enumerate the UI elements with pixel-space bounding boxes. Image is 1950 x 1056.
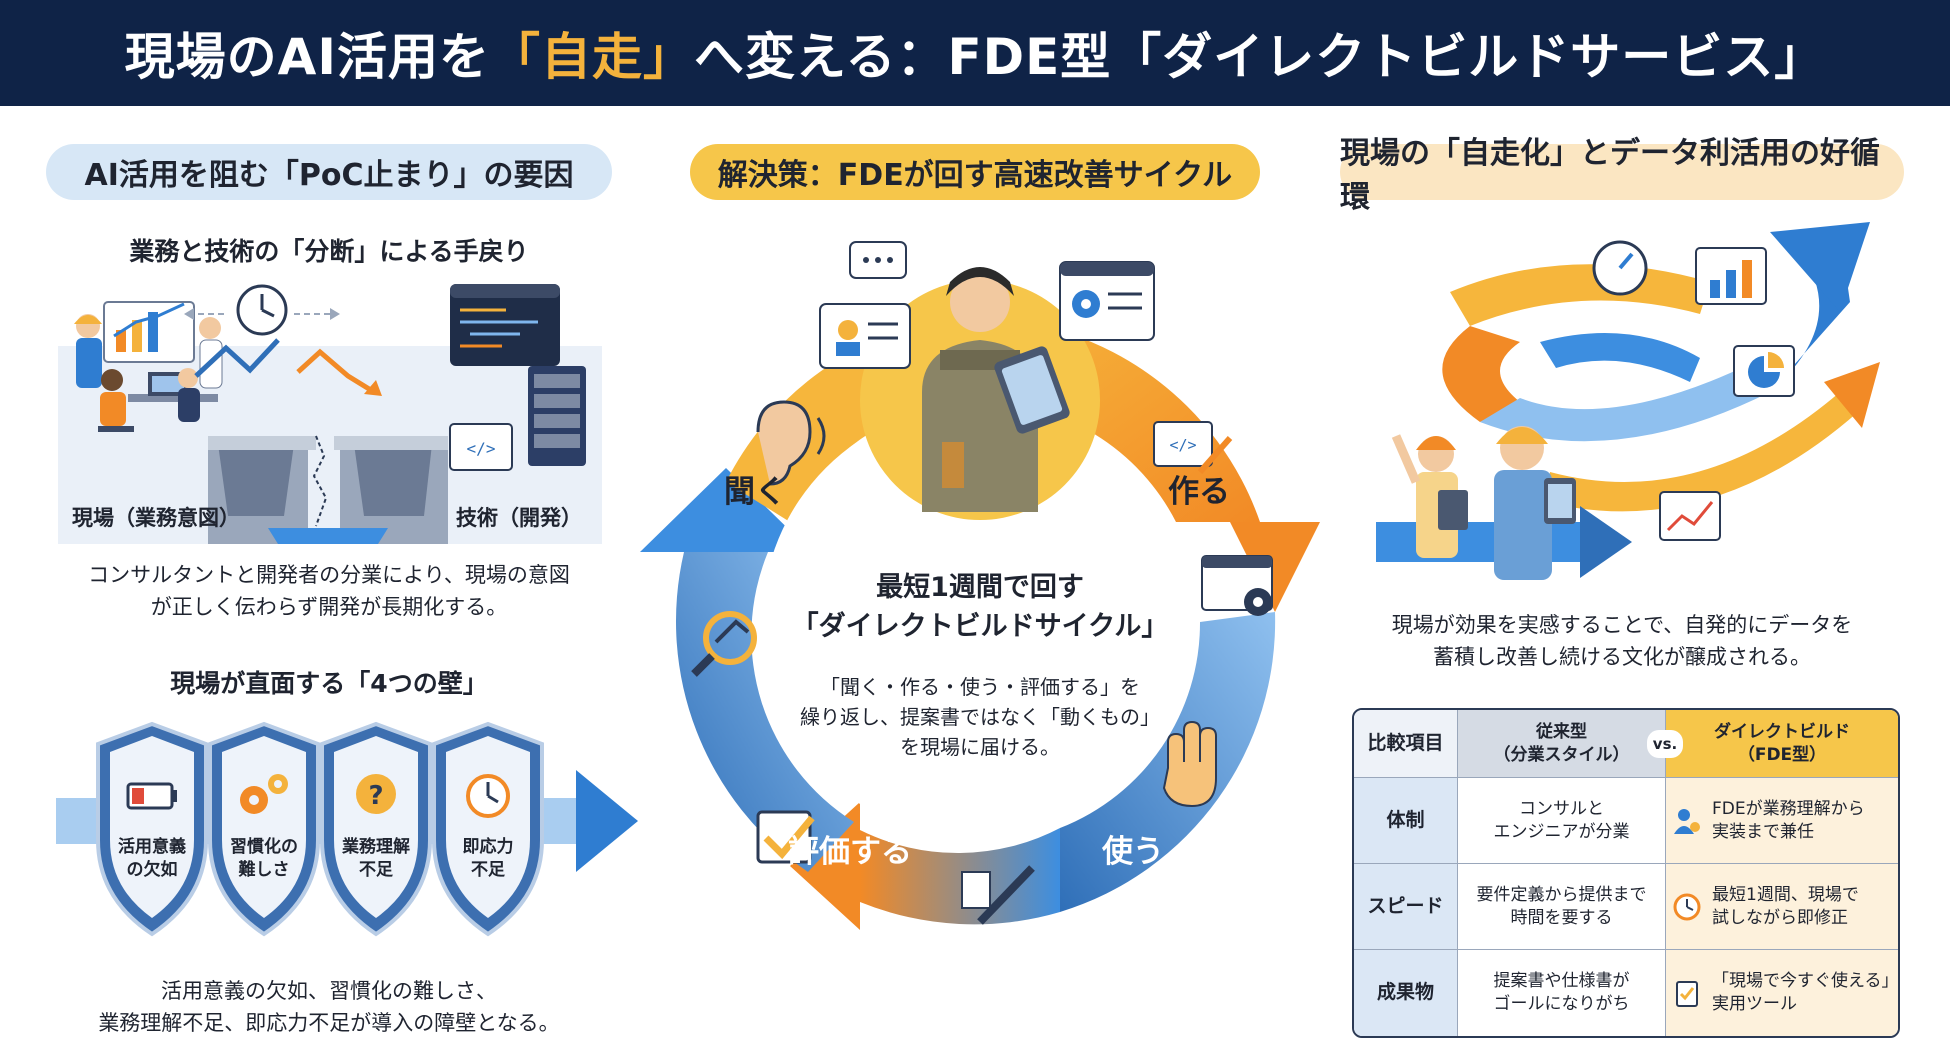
- wall-shield: 習慣化の難しさ: [204, 720, 324, 940]
- person-gear-icon: [1674, 808, 1700, 834]
- clock-icon: [1673, 893, 1701, 920]
- step-build: 作る: [1168, 474, 1230, 510]
- table-row-header: 成果物: [1354, 950, 1458, 1036]
- title-after: へ変える：FDE型「ダイレクトビルドサービス」: [693, 28, 1826, 86]
- table-header-new: ダイレクトビルド（FDE型）: [1666, 710, 1898, 778]
- cycle-center-description: 「聞く・作る・使う・評価する」を 繰り返し、提案書ではなく「動くもの」 を現場に…: [800, 675, 1160, 759]
- self-driving-illustration: [1376, 222, 1880, 580]
- left-section-header: AI活用を阻む「PoC止まり」の要因: [46, 144, 612, 200]
- walls-caption: 活用意義の欠如、習慣化の難しさ、 業務理解不足、即応力不足が導入の障壁となる。: [98, 979, 560, 1035]
- wall-label: 業務理解不足: [342, 837, 410, 880]
- cycle-center-title: 最短1週間で回す 「ダイレクトビルドサイクル」: [791, 572, 1169, 643]
- table-cell-new: 最短1週間、現場で試しながら即修正: [1666, 864, 1898, 950]
- table-header-old: 従来型（分業スタイル） vs.: [1458, 710, 1683, 778]
- table-cell-new: FDEが業務理解から実装まで兼任: [1666, 778, 1898, 864]
- gap-subheading: 業務と技術の「分断」による手戻り: [129, 237, 529, 266]
- title-highlight: 「自走」: [489, 28, 694, 86]
- table-cell-old: 提案書や仕様書がゴールになりがち: [1458, 950, 1666, 1036]
- right-section-header: 現場の「自走化」とデータ利活用の好循環: [1340, 136, 1904, 215]
- table-cell-new: 「現場で今すぐ使える」実用ツール: [1666, 950, 1898, 1036]
- svg-text:</>: </>: [1169, 436, 1196, 454]
- field-label: 現場（業務意図）: [72, 506, 240, 530]
- wall-shield: 活用意義の欠如: [92, 720, 212, 940]
- table-row-header: 体制: [1354, 778, 1458, 864]
- tech-label: 技術（開発）: [456, 506, 582, 530]
- shield-icon: [432, 721, 544, 937]
- right-caption: 現場が効果を実感することで、自発的にデータを 蓄積し改善し続ける文化が醸成される…: [1391, 613, 1853, 669]
- checklist-icon: [1676, 981, 1698, 1007]
- shield-icon: [96, 721, 208, 937]
- shield-icon: ?: [320, 721, 432, 937]
- step-evaluate: 評価する: [788, 834, 912, 870]
- walls-subheading: 現場が直面する「4つの壁」: [170, 669, 488, 698]
- shield-icon: [208, 721, 320, 937]
- svg-text:</>: </>: [467, 439, 496, 458]
- table-header-item: 比較項目: [1354, 710, 1458, 778]
- wall-label: 習慣化の難しさ: [230, 837, 298, 880]
- comparison-table: 比較項目 従来型（分業スタイル） vs. ダイレクトビルド（FDE型） 体制 コ…: [1352, 708, 1900, 1038]
- wall-label: 活用意義の欠如: [118, 837, 186, 880]
- wall-shield: ? 業務理解不足: [316, 720, 436, 940]
- step-listen: 聞く: [724, 474, 786, 510]
- table-cell-old: 要件定義から提供まで時間を要する: [1458, 864, 1666, 950]
- divide-illustration: </>: [58, 284, 602, 544]
- wall-label: 即応力不足: [462, 837, 514, 880]
- page-title: 現場のAI活用を「自走」へ変える：FDE型「ダイレクトビルドサービス」: [0, 0, 1950, 106]
- title-before: 現場のAI活用を: [124, 28, 490, 86]
- wall-shield: 即応力不足: [428, 720, 548, 940]
- middle-section-header: 解決策：FDEが回す高速改善サイクル: [690, 144, 1260, 200]
- vs-badge: vs.: [1647, 730, 1683, 758]
- gap-caption: コンサルタントと開発者の分業により、現場の意図 が正しく伝わらず開発が長期化する…: [88, 563, 570, 619]
- step-use: 使う: [1102, 834, 1164, 870]
- table-cell-old: コンサルとエンジニアが分業: [1458, 778, 1666, 864]
- cycle-diagram: </>: [640, 241, 1320, 930]
- svg-text:?: ?: [368, 781, 383, 811]
- table-row-header: スピード: [1354, 864, 1458, 950]
